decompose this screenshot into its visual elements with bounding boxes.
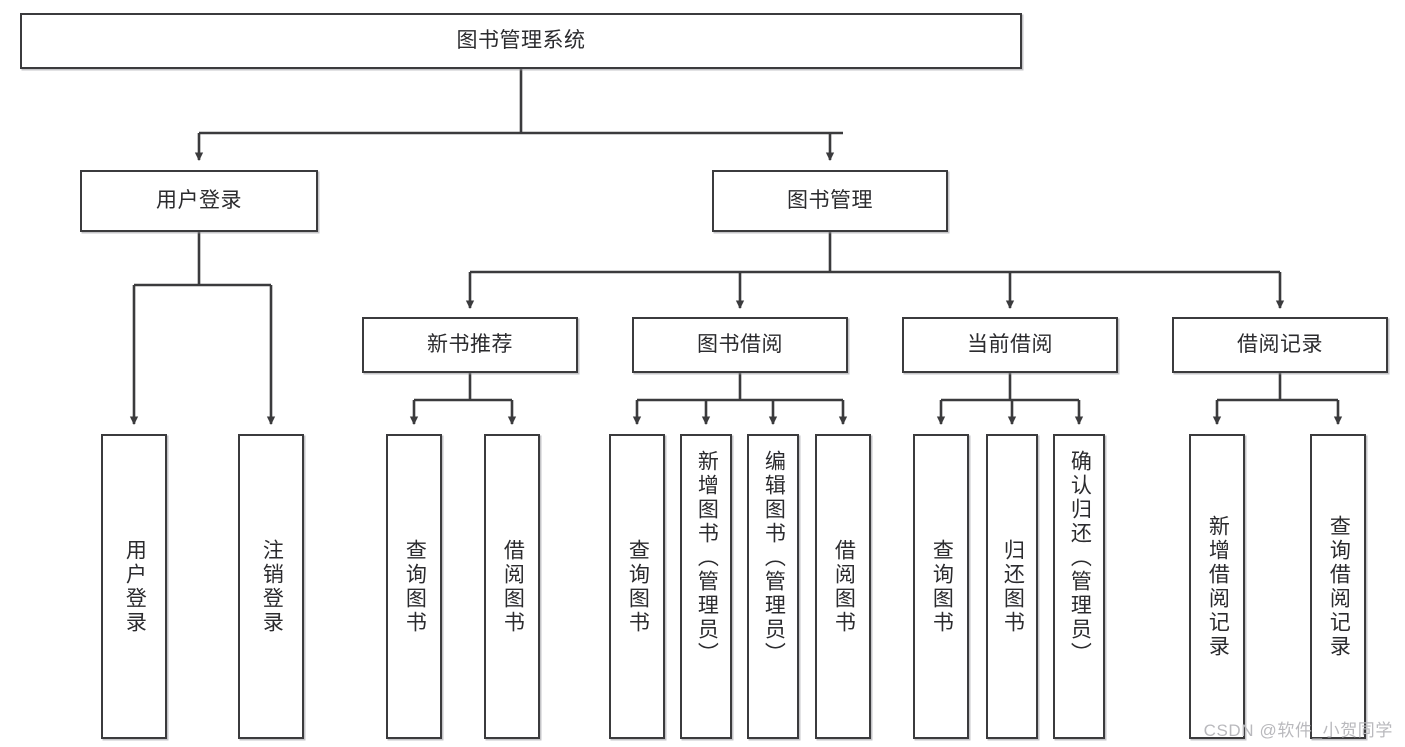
leaf-record-query-record[interactable]: 查询借阅记录 [1310, 434, 1366, 739]
leaf-user-login[interactable]: 用户登录 [101, 434, 167, 739]
node-user-login[interactable]: 用户登录 [80, 170, 318, 232]
leaf-current-query-book-label: 查询图书 [930, 538, 954, 635]
leaf-borrow-lend-book[interactable]: 借阅图书 [815, 434, 871, 739]
leaf-record-add-record-label: 新增借阅记录 [1206, 514, 1230, 659]
leaf-current-confirm-return-admin[interactable]: 确认归还（管理员） [1053, 434, 1105, 739]
leaf-record-query-record-label: 查询借阅记录 [1327, 514, 1351, 659]
leaf-newbook-borrow-book[interactable]: 借阅图书 [484, 434, 540, 739]
leaf-current-confirm-return-admin-label: 确认归还（管理员） [1068, 450, 1092, 666]
leaf-record-add-record[interactable]: 新增借阅记录 [1189, 434, 1245, 739]
node-current-borrow[interactable]: 当前借阅 [902, 317, 1118, 373]
leaf-user-logout[interactable]: 注销登录 [238, 434, 304, 739]
node-book-manage[interactable]: 图书管理 [712, 170, 948, 232]
leaf-borrow-query-book[interactable]: 查询图书 [609, 434, 665, 739]
leaf-current-return-book-label: 归还图书 [1001, 538, 1025, 635]
leaf-newbook-borrow-book-label: 借阅图书 [501, 538, 525, 635]
leaf-newbook-query-book-label: 查询图书 [403, 538, 427, 635]
leaf-borrow-add-book-admin-label: 新增图书（管理员） [695, 450, 719, 666]
leaf-borrow-add-book-admin[interactable]: 新增图书（管理员） [680, 434, 732, 739]
node-new-book-recommend-label: 新书推荐 [427, 332, 513, 356]
leaf-current-return-book[interactable]: 归还图书 [986, 434, 1038, 739]
node-user-login-label: 用户登录 [156, 188, 242, 212]
watermark-text: CSDN @软件_小贺同学 [1203, 721, 1393, 740]
leaf-newbook-query-book[interactable]: 查询图书 [386, 434, 442, 739]
node-book-borrow[interactable]: 图书借阅 [632, 317, 848, 373]
node-root-label: 图书管理系统 [456, 28, 586, 52]
node-borrow-record[interactable]: 借阅记录 [1172, 317, 1388, 373]
node-root[interactable]: 图书管理系统 [20, 13, 1022, 69]
leaf-borrow-query-book-label: 查询图书 [626, 538, 650, 635]
node-book-manage-label: 图书管理 [787, 188, 873, 212]
node-current-borrow-label: 当前借阅 [967, 332, 1053, 356]
leaf-user-login-label: 用户登录 [123, 538, 147, 635]
node-book-borrow-label: 图书借阅 [697, 332, 783, 356]
node-new-book-recommend[interactable]: 新书推荐 [362, 317, 578, 373]
leaf-current-query-book[interactable]: 查询图书 [913, 434, 969, 739]
node-borrow-record-label: 借阅记录 [1237, 332, 1323, 356]
leaf-borrow-lend-book-label: 借阅图书 [832, 538, 856, 635]
leaf-borrow-edit-book-admin-label: 编辑图书（管理员） [762, 450, 786, 666]
leaf-user-logout-label: 注销登录 [260, 538, 284, 635]
leaf-borrow-edit-book-admin[interactable]: 编辑图书（管理员） [747, 434, 799, 739]
